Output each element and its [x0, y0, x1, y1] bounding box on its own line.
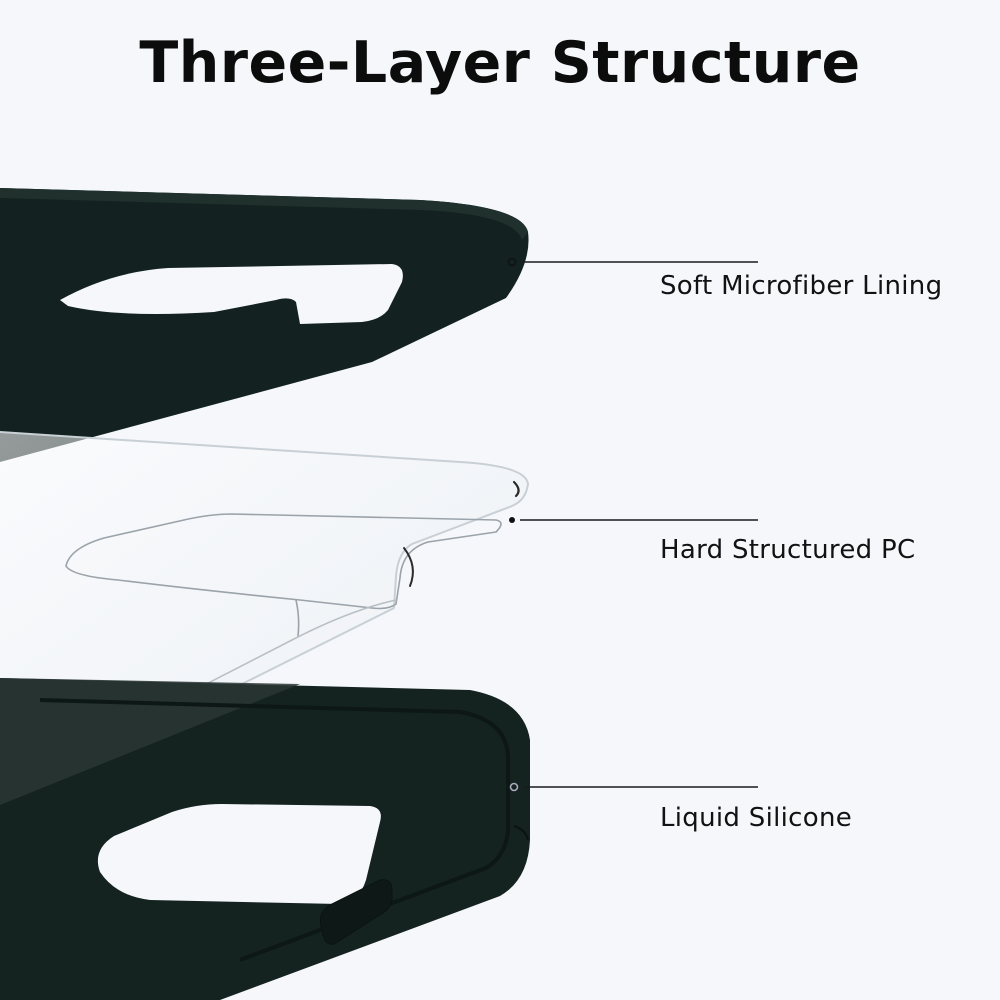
callout-pc [509, 517, 758, 523]
label-liquid-silicone: Liquid Silicone [660, 803, 853, 833]
label-hard-structured-pc: Hard Structured PC [660, 535, 916, 565]
callout-lining [507, 257, 758, 267]
callout-silicone [509, 782, 758, 792]
liquid-silicone-layer [0, 678, 530, 1000]
label-soft-microfiber-lining: Soft Microfiber Lining [660, 271, 943, 301]
page-title: Three-Layer Structure [139, 30, 861, 96]
camera-cutout [97, 804, 381, 904]
microfiber-lining-layer [0, 188, 529, 462]
camera-cutout [60, 264, 403, 324]
